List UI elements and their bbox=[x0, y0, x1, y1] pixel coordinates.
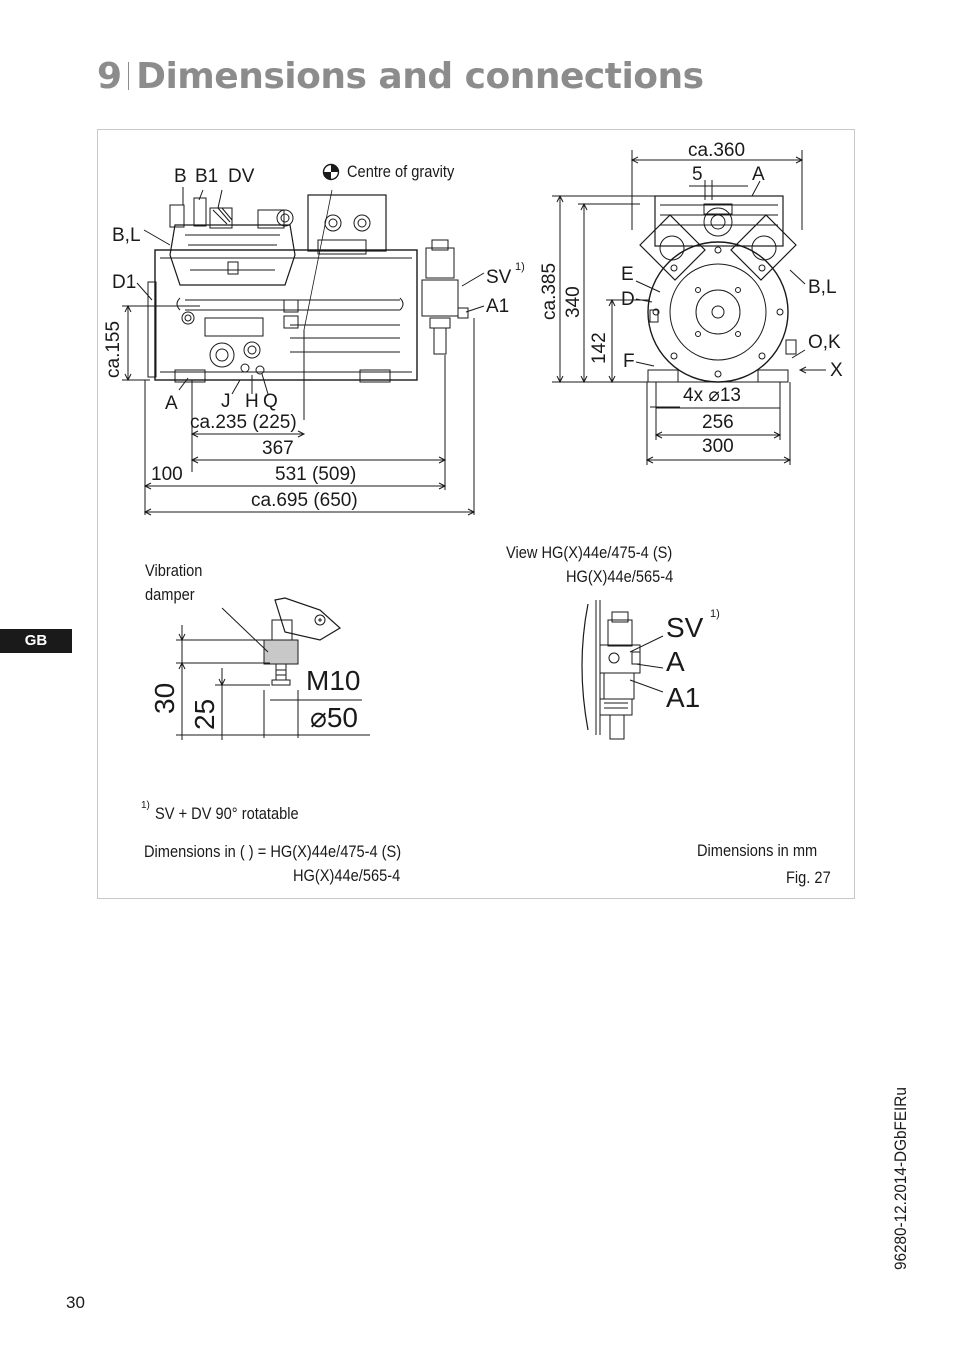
label-h: H bbox=[245, 391, 259, 412]
footnote-mark: 1) bbox=[141, 800, 150, 811]
label-x: X bbox=[830, 360, 843, 381]
holes-diameter: 13 bbox=[719, 385, 741, 406]
dim-142: 142 bbox=[589, 332, 610, 364]
units-note: Dimensions in mm bbox=[697, 841, 818, 860]
label-bl-end: B,L bbox=[808, 277, 837, 298]
section-number: 9 bbox=[97, 56, 122, 97]
label-sv-side: SV bbox=[486, 267, 512, 288]
dim-531: 531 (509) bbox=[275, 464, 357, 485]
title-divider bbox=[127, 62, 130, 90]
label-ok: O,K bbox=[808, 332, 841, 353]
dim-256: 256 bbox=[702, 412, 734, 433]
label-a1-valve: A1 bbox=[666, 682, 701, 713]
label-a-side: A bbox=[165, 393, 178, 414]
dims-note-2: HG(X)44e/565-4 bbox=[293, 866, 401, 885]
label-d: D bbox=[621, 289, 635, 310]
diameter-symbol-icon: ⌀ bbox=[708, 385, 720, 406]
label-sv-valve: SV bbox=[666, 612, 704, 643]
label-e: E bbox=[621, 264, 634, 285]
label-b1: B1 bbox=[195, 166, 219, 187]
dim-340: 340 bbox=[563, 286, 584, 318]
label-q: Q bbox=[263, 391, 278, 412]
document-code: 96280-12.2014-DGbFEIRu bbox=[891, 1087, 910, 1270]
dim-ca385: ca.385 bbox=[539, 262, 560, 320]
dim-5: 5 bbox=[692, 164, 703, 185]
label-a-valve: A bbox=[666, 646, 685, 677]
valve-view-title-2: HG(X)44e/565-4 bbox=[566, 567, 674, 586]
compressor-end-view bbox=[552, 150, 826, 465]
damper-label-1: Vibration bbox=[145, 561, 203, 580]
label-sv-note-valve: 1) bbox=[710, 608, 720, 620]
language-tab: GB bbox=[0, 629, 72, 653]
page-title: 9 Dimensions and connections bbox=[97, 56, 704, 97]
holes-count: 4x bbox=[683, 385, 704, 406]
diameter-symbol-icon: ⌀ bbox=[310, 702, 327, 733]
centre-of-gravity-label: Centre of gravity bbox=[347, 162, 455, 181]
suction-valve-view bbox=[581, 600, 664, 740]
dim-367: 367 bbox=[262, 438, 294, 459]
centre-of-gravity-icon bbox=[322, 163, 340, 185]
dim-300: 300 bbox=[702, 436, 734, 457]
label-sv-note-side: 1) bbox=[515, 261, 525, 273]
dim-ca360: ca.360 bbox=[688, 140, 746, 161]
dim-100: 100 bbox=[151, 464, 183, 485]
label-d1: D1 bbox=[112, 272, 137, 293]
dim-ca155: ca.155 bbox=[103, 320, 124, 378]
figure-frame bbox=[97, 129, 855, 899]
section-title: Dimensions and connections bbox=[136, 56, 704, 97]
label-dv: DV bbox=[228, 166, 255, 187]
label-b: B bbox=[174, 166, 187, 187]
dim-ca235: ca.235 (225) bbox=[190, 412, 297, 433]
compressor-side-view bbox=[122, 187, 485, 516]
label-a1-side: A1 bbox=[486, 296, 510, 317]
damper-label-2: damper bbox=[145, 585, 195, 604]
label-j: J bbox=[221, 391, 231, 412]
page-number: 30 bbox=[66, 1293, 85, 1312]
valve-view-title-1: View HG(X)44e/475-4 (S) bbox=[506, 543, 673, 562]
label-bl-side: B,L bbox=[112, 225, 141, 246]
label-f: F bbox=[623, 351, 635, 372]
label-a-end: A bbox=[752, 164, 765, 185]
vibration-damper-detail bbox=[176, 597, 370, 740]
footnote-text: SV + DV 90° rotatable bbox=[155, 804, 299, 823]
dim-ca695: ca.695 (650) bbox=[251, 490, 358, 511]
dim-m10: M10 bbox=[306, 665, 361, 696]
dim-dia50: ⌀50 bbox=[310, 704, 358, 732]
dia50-value: 50 bbox=[326, 702, 359, 733]
figure-number: Fig. 27 bbox=[786, 868, 831, 887]
dim-25: 25 bbox=[189, 698, 220, 730]
dim-30: 30 bbox=[149, 682, 180, 714]
dims-note-1: Dimensions in ( ) = HG(X)44e/475-4 (S) bbox=[144, 842, 402, 861]
dim-holes: 4x ⌀13 bbox=[683, 386, 741, 405]
